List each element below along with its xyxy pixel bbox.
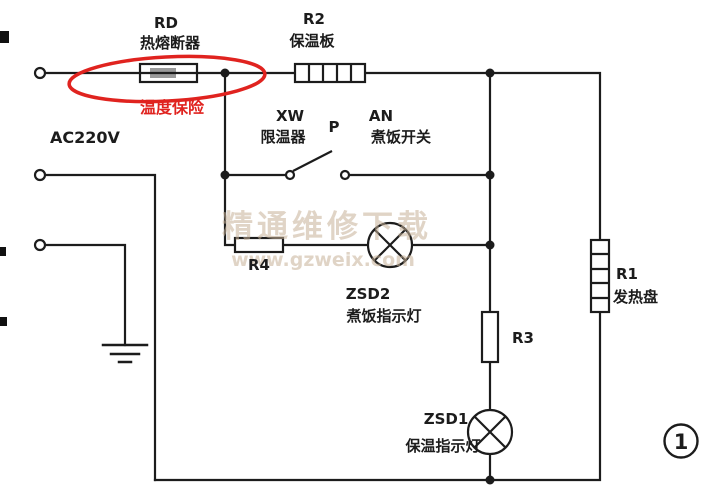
label-supply: AC220V	[50, 128, 121, 147]
thermal-fuse-symbol	[138, 62, 199, 84]
label-rd-name: 热熔断器	[140, 34, 201, 52]
label-rd-ref: RD	[154, 14, 178, 32]
switch-contact-left	[284, 169, 296, 181]
terminal-live	[33, 66, 47, 80]
label-r2-ref: R2	[303, 10, 325, 28]
resistor-r3-symbol	[480, 310, 500, 364]
label-xw-name: 限温器	[260, 128, 306, 146]
scan-artifacts	[0, 31, 9, 326]
label-r1-ref: R1	[616, 265, 638, 283]
label-zsd1-name: 保温指示灯	[404, 437, 480, 455]
lamp-zsd2-symbol	[366, 221, 414, 269]
label-r2-name: 保温板	[288, 32, 335, 50]
label-zsd2-name: 煮饭指示灯	[345, 307, 421, 325]
switch-blade	[292, 150, 333, 172]
temp-limiter-switch	[284, 150, 351, 181]
highlight-ellipse	[67, 54, 267, 104]
figure-badge: 1	[663, 423, 699, 459]
terminal-earth	[33, 238, 47, 252]
label-fuse-note: 温度保险	[139, 98, 205, 117]
switch-contact-right	[339, 169, 351, 181]
heating-plate-symbol	[589, 238, 611, 314]
resistor-r4-symbol	[233, 236, 285, 254]
label-r4-ref: R4	[248, 256, 270, 274]
wire-segments	[43, 71, 602, 482]
label-zsd2-ref: ZSD2	[346, 285, 391, 303]
supply-terminals	[33, 66, 47, 252]
label-an-ref: AN	[369, 107, 393, 125]
label-r3-ref: R3	[512, 329, 534, 347]
keep-warm-plate-symbol	[293, 62, 367, 84]
junction-dots	[220, 68, 495, 485]
watermark-line2: www.gzweix.com	[231, 249, 415, 271]
label-an-name: 煮饭开关	[370, 128, 431, 146]
label-p-ref: P	[329, 118, 340, 136]
figure-number: 1	[674, 430, 689, 454]
ground-icon	[101, 343, 149, 364]
watermark: 精通维修下载 www.gzweix.com	[222, 209, 432, 271]
label-xw-ref: XW	[276, 107, 305, 125]
terminal-neutral	[33, 168, 47, 182]
watermark-line1: 精通维修下载	[222, 209, 432, 245]
lamp-zsd1-symbol	[466, 408, 514, 456]
label-zsd1-ref: ZSD1	[424, 410, 469, 428]
label-r1-name: 发热盘	[612, 288, 658, 306]
